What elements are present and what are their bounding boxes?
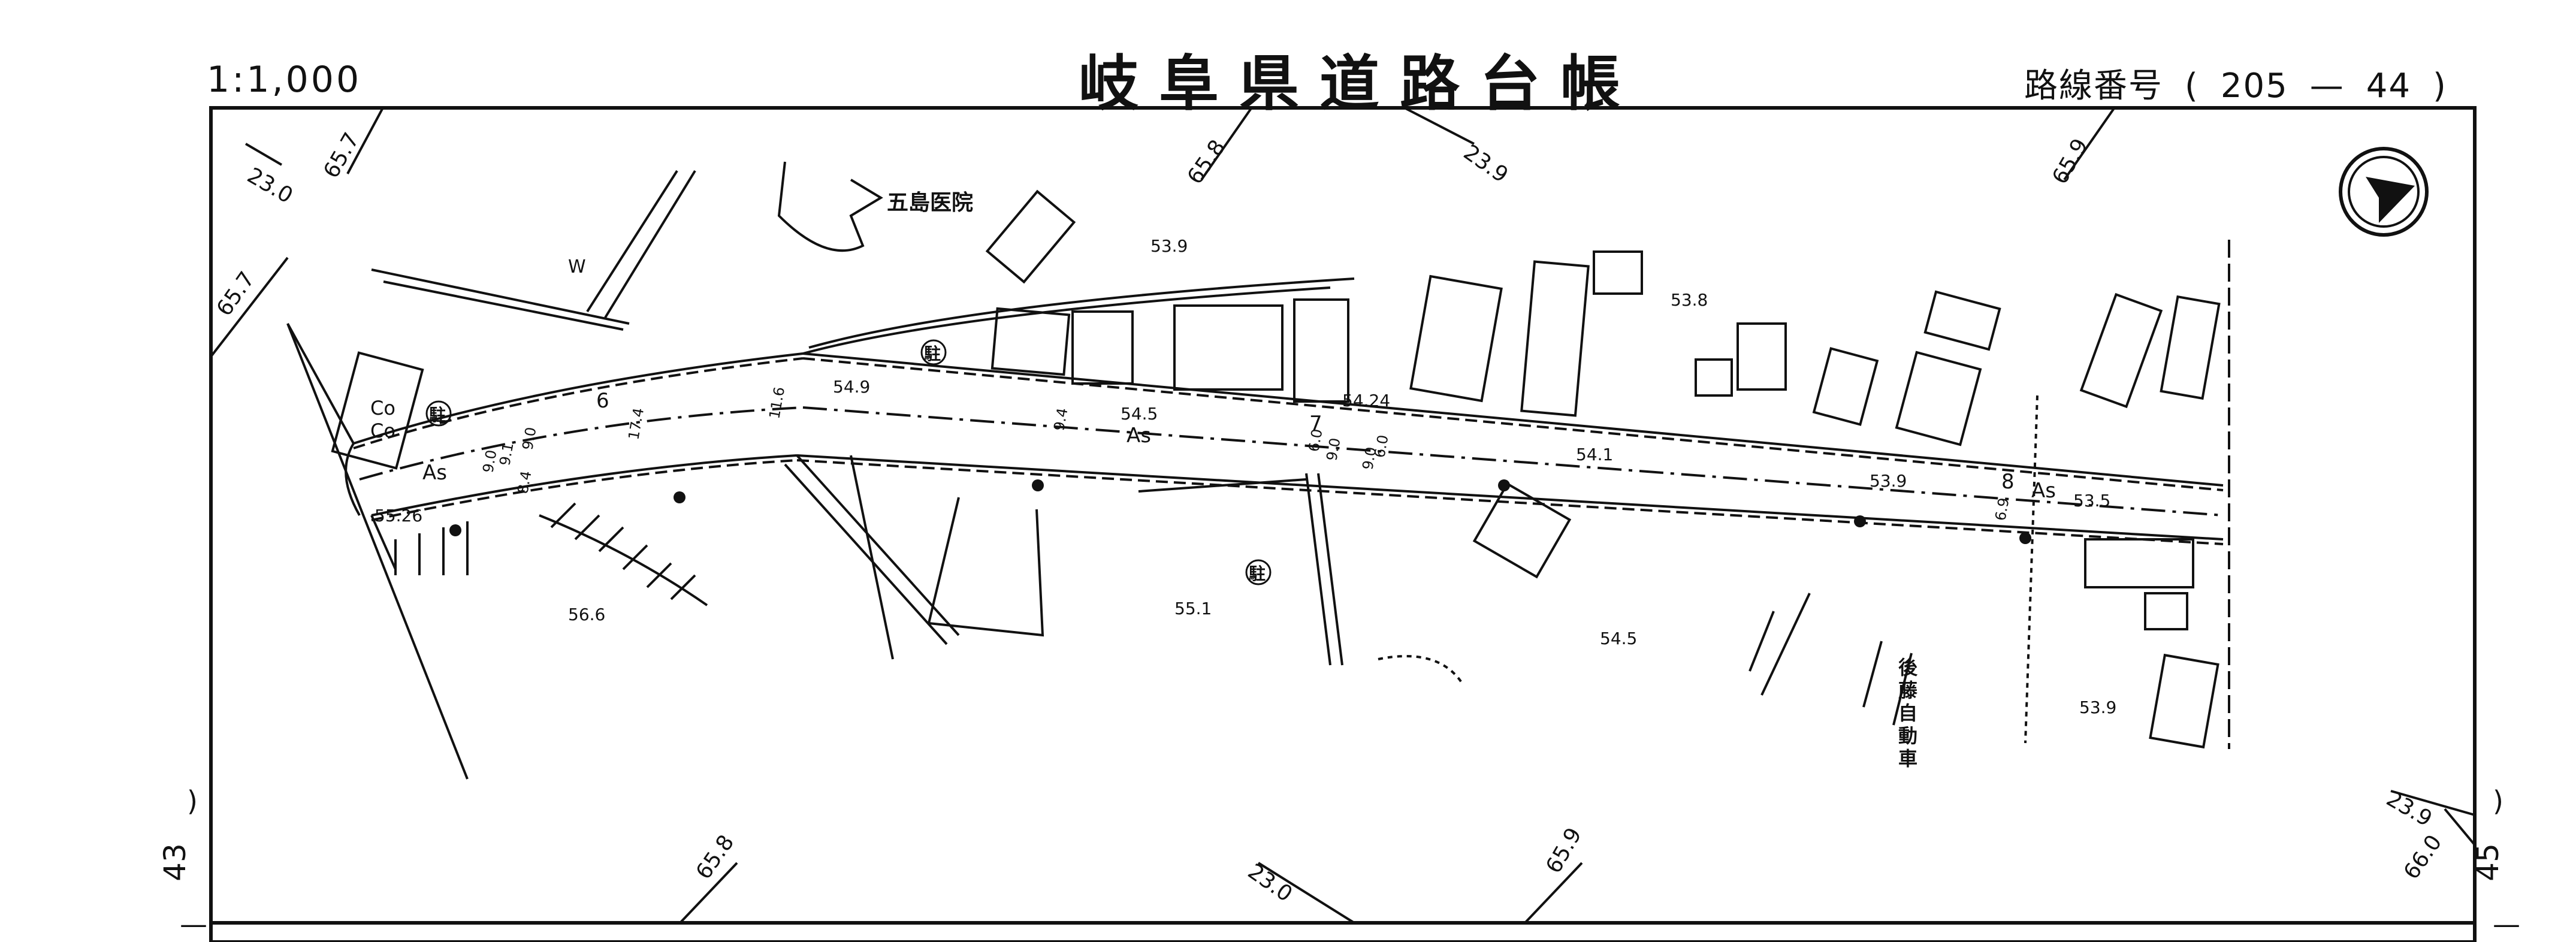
elevation-label: 54.5	[1121, 404, 1158, 424]
grid-label: 23.9	[2382, 786, 2436, 832]
elevation-label: 55.26	[375, 506, 422, 526]
side-roads	[286, 170, 1355, 780]
grid-label: 23.0	[243, 163, 297, 209]
garage-label: 後 藤 自 動 車	[1898, 656, 1918, 770]
width-label: 9.0	[1323, 437, 1343, 462]
parking-label: 駐	[1249, 564, 1266, 584]
route-number-a: 205	[2220, 67, 2288, 105]
route-label: 路線番号	[2024, 67, 2163, 105]
sheet-paren-right: )	[2493, 785, 2503, 817]
main-road	[796, 352, 2224, 545]
sheet-paren-left: )	[187, 785, 198, 817]
map-frame	[209, 106, 2477, 942]
grid-label: 23.0	[1243, 859, 1297, 907]
grid-label: 65.8	[691, 831, 739, 884]
elevation-label: 56.6	[568, 605, 605, 624]
width-label: 6.9	[1992, 497, 2012, 522]
elevation-label: 53.9	[1870, 471, 1907, 491]
elevation-label: 55.1	[1174, 599, 1212, 618]
route-paren-close: )	[2433, 67, 2447, 105]
grid-label: 23.9	[1459, 140, 1512, 188]
grid-label: 65.8	[1183, 135, 1231, 189]
width-label: 8.4	[514, 470, 534, 495]
parking-markers: 駐 駐 駐	[425, 339, 1272, 585]
elevation-label: 53.9	[1150, 236, 1188, 256]
grid-label: 65.7	[212, 267, 260, 321]
surface-label: As	[1127, 424, 1151, 448]
width-label: 9.4	[1050, 407, 1071, 432]
elevation-label: 53.9	[2079, 698, 2116, 717]
grid-ticks	[210, 105, 2476, 924]
width-label: 6.0	[1305, 428, 1325, 453]
elevation-label: 53.5	[2073, 491, 2110, 511]
grid-label: 66.0	[2399, 831, 2447, 884]
slope-hatching	[371, 268, 708, 606]
grid-label: 65.9	[1541, 824, 1587, 878]
elevation-label: 54.1	[1576, 445, 1613, 464]
garage-label-char: 自	[1898, 702, 1917, 724]
width-label: 9.0	[479, 449, 500, 474]
survey-points	[449, 479, 2031, 544]
width-label: 9.1	[496, 442, 517, 467]
north-arrow-icon	[2339, 147, 2429, 237]
route-number-b: 44	[2366, 67, 2412, 105]
width-label: 11.6	[766, 386, 788, 420]
width-labels: 11.6 17.4 9.0 9.1 8.4 9.0 9.4 9.0 9.0 6.…	[479, 386, 2012, 522]
route-number: 路線番号 (205 — 44)	[2013, 59, 2458, 107]
garage-label-char: 藤	[1898, 679, 1918, 702]
width-label: 9.0	[519, 426, 539, 451]
width-label: 17.4	[625, 407, 647, 441]
width-label: 9.0	[1359, 446, 1379, 471]
garage-label-char: 車	[1898, 747, 1917, 770]
garage-label-char: 動	[1898, 724, 1917, 747]
sheet-dash-left: —	[180, 908, 207, 940]
map-scale: 1:1,000	[207, 59, 362, 101]
sheet-dash-right: —	[2493, 908, 2520, 940]
misc-lines	[1378, 240, 2230, 749]
adjacent-sheet-right: 45	[2470, 843, 2505, 881]
grid-label: 65.9	[2047, 135, 2093, 189]
section-label: 8	[2001, 470, 2015, 494]
route-dash: —	[2309, 67, 2345, 105]
parking-label: 駐	[429, 405, 446, 425]
width-label: 6.0	[1371, 434, 1391, 459]
clinic-label: 五島医院	[887, 191, 973, 215]
coco-label-line1: Co	[370, 397, 395, 419]
buildings	[331, 161, 2221, 749]
elevation-label: 54.5	[1600, 629, 1637, 648]
elevation-label: 54.9	[833, 377, 870, 397]
surface-label: As	[2031, 479, 2056, 503]
road-labels: As As As 6 7 8	[422, 389, 2056, 503]
garage-label-char: 後	[1898, 656, 1918, 679]
adjacent-sheet-left: 43	[157, 843, 192, 881]
west-road	[286, 323, 804, 570]
section-label: 6	[596, 389, 609, 413]
elevation-label: 53.8	[1671, 290, 1708, 310]
elevation-label: 54.24	[1342, 391, 1390, 410]
parking-label: 駐	[924, 344, 941, 364]
coco-label-line2: Co	[370, 419, 395, 442]
route-paren-open: (	[2185, 67, 2199, 105]
water-label: W	[568, 256, 586, 277]
section-label: 7	[1309, 412, 1322, 436]
surface-label: As	[422, 461, 447, 485]
elevation-labels: 53.9 53.8 54.9 54.5 54.24 54.1 53.9 53.5…	[375, 236, 2116, 717]
